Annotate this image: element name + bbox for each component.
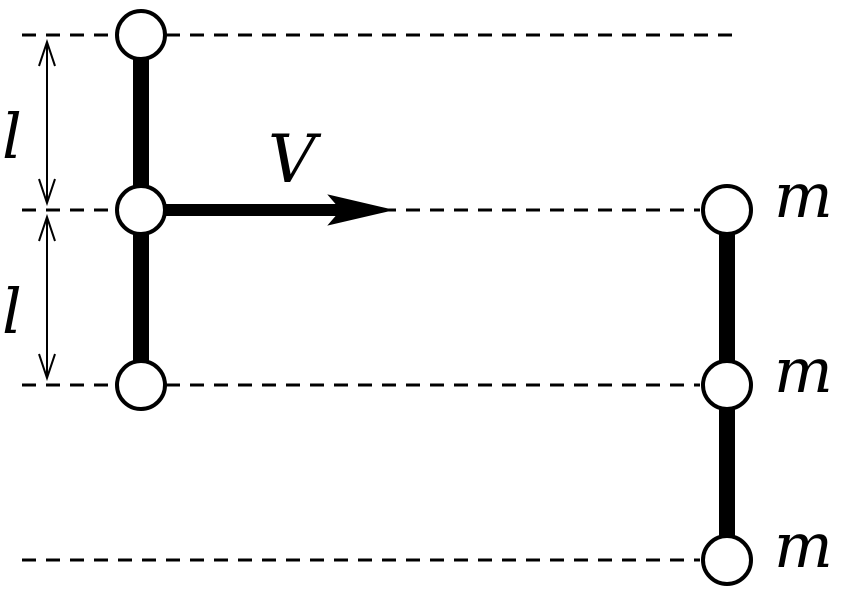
arrowhead-upper-bottom	[38, 178, 56, 207]
velocity-arrowhead	[327, 194, 391, 226]
ball-left-bottom	[115, 359, 167, 411]
ball-left-middle	[115, 184, 167, 236]
length-dimension	[38, 38, 56, 382]
length-label-upper: l	[2, 100, 22, 173]
length-label-lower: l	[2, 275, 22, 348]
arrowhead-lower-top	[38, 213, 56, 242]
ball-left-top	[115, 9, 167, 61]
velocity-vector	[141, 194, 391, 226]
guide-lines	[22, 33, 735, 562]
arrowhead-upper-top	[38, 38, 56, 67]
arrowhead-lower-bottom	[38, 353, 56, 382]
ball-right-top	[701, 184, 753, 236]
velocity-arrow-shaft	[141, 204, 347, 216]
balls	[115, 9, 753, 586]
ball-right-bottom	[701, 534, 753, 586]
mass-label-bottom: m	[774, 509, 833, 582]
mass-label-middle: m	[774, 334, 833, 407]
mass-label-top: m	[774, 159, 833, 232]
velocity-label: V	[268, 121, 322, 198]
ball-right-middle	[701, 359, 753, 411]
